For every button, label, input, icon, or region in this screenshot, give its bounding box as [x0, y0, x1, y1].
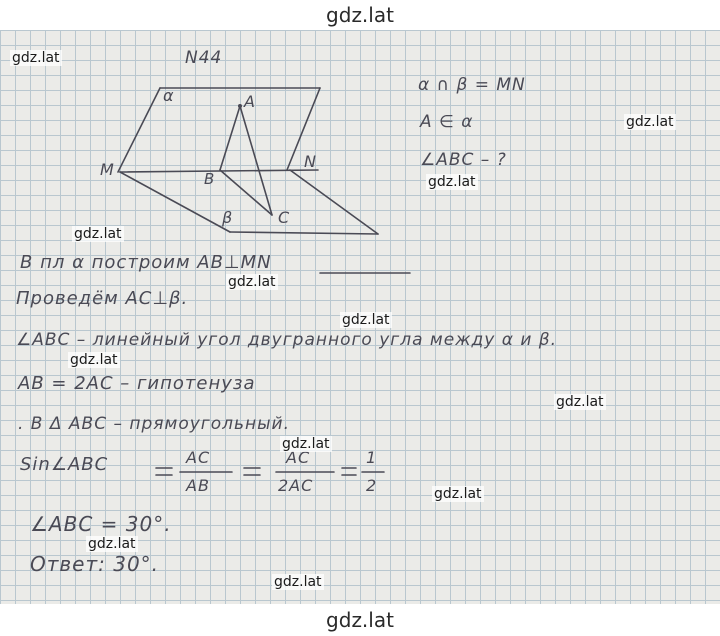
label-b: B [204, 170, 216, 188]
formula-frac3-num: 1 [366, 448, 378, 467]
watermark-top: gdz.lat [326, 3, 394, 27]
watermark-inline: gdz.lat [10, 50, 62, 66]
formula-lhs: Sin∠ABC [20, 454, 109, 475]
segment-ab [219, 105, 241, 171]
solution-line-2: Проведём AC⊥β. [16, 288, 189, 309]
given-line-1: α ∩ β = MN [418, 75, 526, 95]
label-alpha: α [163, 86, 175, 105]
watermark-inline: gdz.lat [86, 536, 138, 552]
label-a: A [244, 92, 256, 111]
answer-line: Ответ: 30°. [30, 552, 160, 576]
solution-line-1: В пл α построим AB⊥MN [20, 252, 272, 273]
formula-frac3-den: 2 [366, 476, 378, 495]
watermark-inline: gdz.lat [68, 352, 120, 368]
plane-beta-edge-left [119, 171, 231, 233]
formula-frac1-num: AC [186, 448, 211, 467]
solution-line-4: AB = 2AC – гипотенуза [18, 373, 256, 394]
formula-frac1-den: AB [186, 476, 210, 495]
watermark-inline: gdz.lat [280, 436, 332, 452]
formula-frac2-den: 2AC [278, 476, 314, 495]
watermark-inline: gdz.lat [426, 174, 478, 190]
given-line-3: ∠ABC – ? [420, 150, 507, 170]
plane-beta-edge-bottom [229, 231, 379, 235]
label-beta: β [222, 208, 234, 227]
point-a [238, 104, 242, 108]
solution-line-5: . В Δ ABC – прямоугольный. [18, 414, 291, 434]
watermark-inline: gdz.lat [72, 226, 124, 242]
label-m: M [100, 160, 115, 179]
watermark-inline: gdz.lat [340, 312, 392, 328]
label-n: N [304, 152, 317, 171]
label-c: C [278, 208, 291, 227]
problem-number: N44 [185, 48, 223, 68]
segment-bc [219, 169, 273, 216]
plane-alpha-edge-right [286, 87, 321, 171]
plane-alpha-edge-left [117, 87, 161, 173]
watermark-inline: gdz.lat [554, 394, 606, 410]
geometry-figure [117, 87, 411, 476]
edge-mn [119, 169, 319, 173]
watermark-bottom: gdz.lat [326, 608, 394, 632]
given-line-2: A ∈ α [420, 112, 474, 132]
solution-line-3: ∠ABC – линейный угол двугранного угла ме… [16, 330, 558, 350]
notebook-page: N44 α A M B N β C α ∩ β = MN A ∈ α ∠ABC … [0, 30, 720, 604]
segment-ac [239, 105, 273, 216]
watermark-inline: gdz.lat [272, 574, 324, 590]
watermark-inline: gdz.lat [432, 486, 484, 502]
plane-beta-edge-right [289, 169, 379, 235]
watermark-inline: gdz.lat [226, 274, 278, 290]
result-line: ∠ABC = 30°. [30, 512, 172, 536]
watermark-inline: gdz.lat [624, 114, 676, 130]
formula-frac2-num: AC [286, 448, 311, 467]
